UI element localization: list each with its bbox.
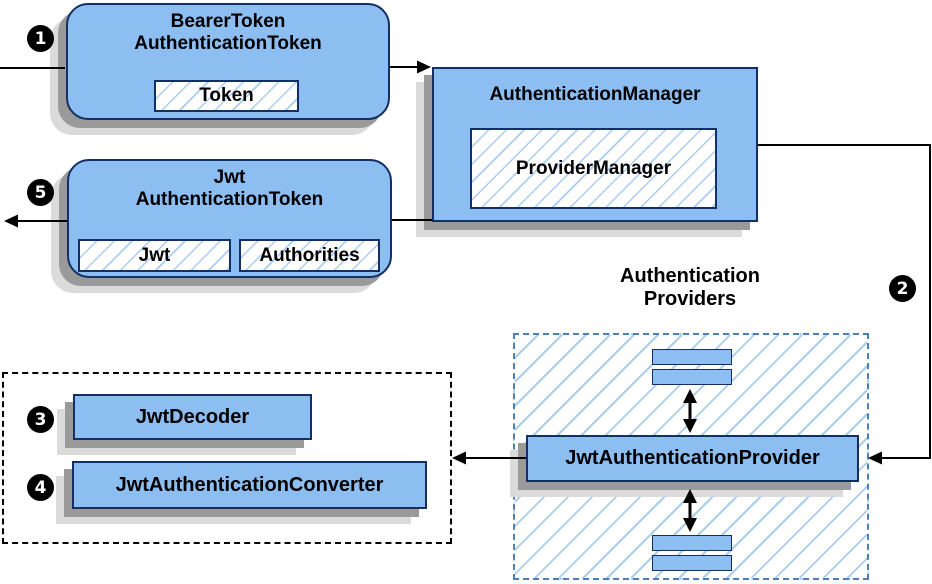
authentication-providers-caption: Authentication Providers xyxy=(590,265,790,311)
outgoing-result-arrow xyxy=(4,214,67,228)
jwt-field: Jwt xyxy=(78,239,231,272)
step-4-badge: 4 xyxy=(27,474,54,501)
title-line-1: Jwt xyxy=(213,167,246,188)
jwt-decoder-node: JwtDecoder xyxy=(73,394,312,440)
step-1-badge: 1 xyxy=(27,25,54,52)
caption-line-1: Authentication xyxy=(620,265,760,287)
authorities-field: Authorities xyxy=(239,239,380,272)
jwt-authentication-converter-node: JwtAuthenticationConverter xyxy=(72,461,427,509)
node-title: BearerToken AuthenticationToken xyxy=(68,11,388,55)
provider-manager-box: ProviderManager xyxy=(470,128,717,209)
jwt-authentication-provider-node: JwtAuthenticationProvider xyxy=(526,435,859,482)
node-title: Jwt AuthenticationToken xyxy=(69,167,390,211)
step-2-badge: 2 xyxy=(889,275,916,302)
arrow-bearer-to-manager xyxy=(390,60,431,74)
title-line-2: AuthenticationToken xyxy=(135,189,324,210)
title-line-2: AuthenticationToken xyxy=(134,33,322,54)
caption-line-2: Providers xyxy=(643,288,737,310)
bearer-token-authentication-token-node: BearerToken AuthenticationToken Token xyxy=(66,3,390,120)
decoder-converter-group-frame xyxy=(2,372,452,544)
provider-slot-bar xyxy=(652,555,732,571)
token-field: Token xyxy=(154,80,299,112)
provider-slot-bar xyxy=(652,349,732,365)
authentication-manager-node: AuthenticationManager ProviderManager xyxy=(432,67,758,222)
provider-slot-bar xyxy=(652,369,732,385)
step-5-badge: 5 xyxy=(27,179,54,206)
step-3-badge: 3 xyxy=(27,406,54,433)
provider-slot-bar xyxy=(652,535,732,551)
title-line-1: BearerToken xyxy=(170,11,286,32)
jwt-authentication-token-node: Jwt AuthenticationToken Jwt Authorities xyxy=(67,159,392,278)
node-title: AuthenticationManager xyxy=(489,84,701,105)
